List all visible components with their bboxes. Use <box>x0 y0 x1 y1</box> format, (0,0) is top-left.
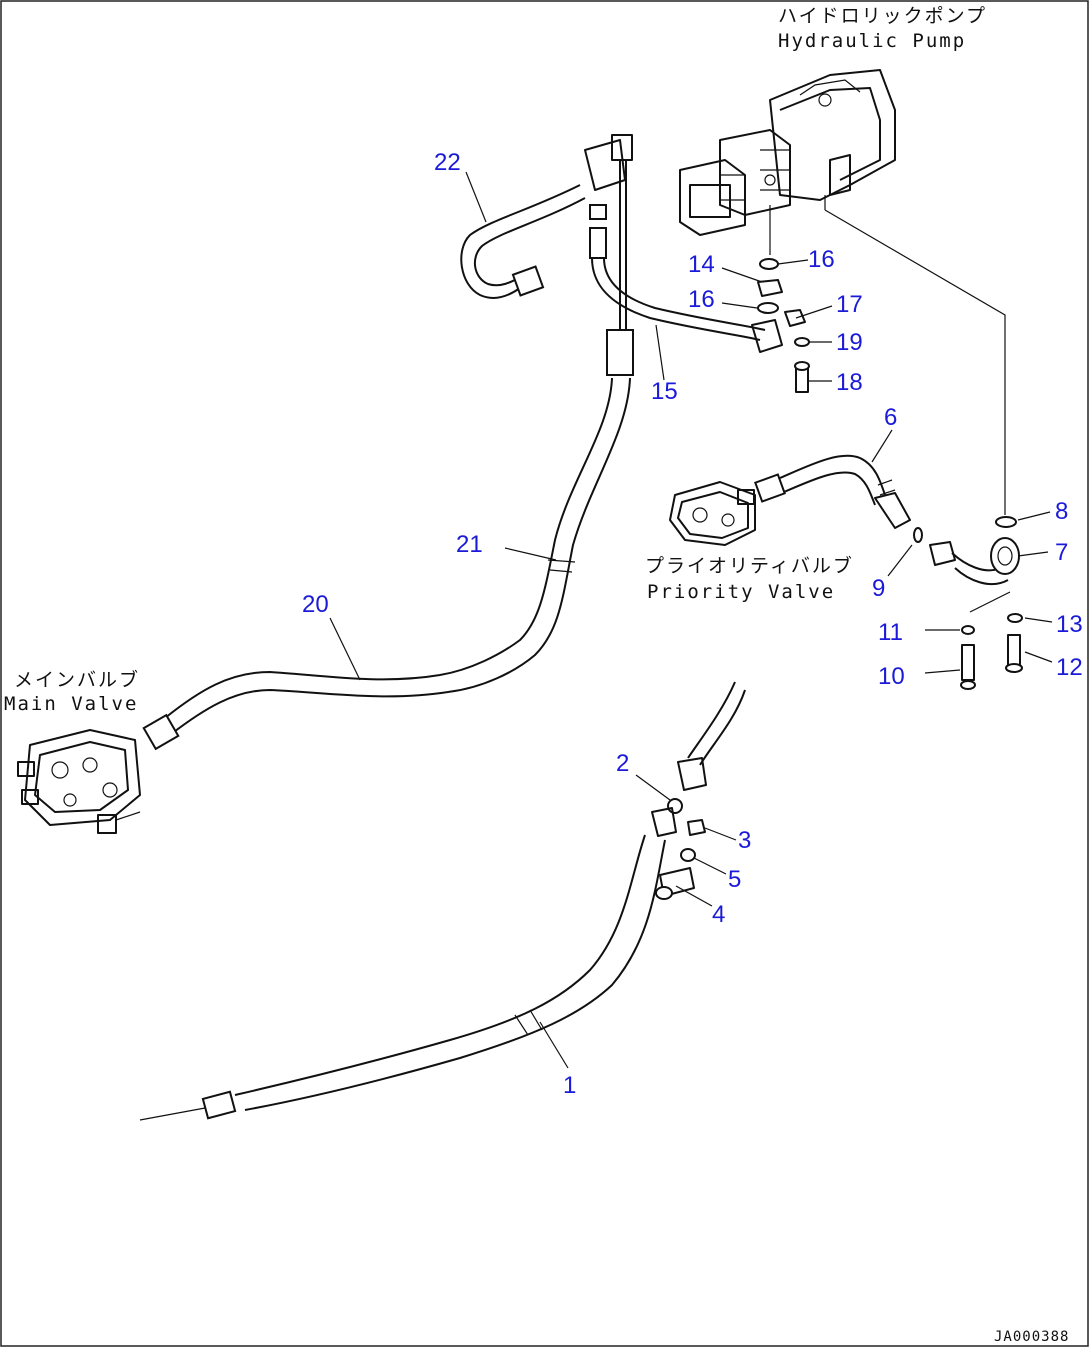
callout-numbers: 1 2 3 4 5 6 7 8 9 10 11 12 13 14 15 16 1… <box>302 149 1083 1099</box>
callout-17: 17 <box>836 291 863 318</box>
priority-valve-label-en: Priority Valve <box>647 581 835 603</box>
callout-6: 6 <box>884 404 897 431</box>
callout-13: 13 <box>1056 611 1083 638</box>
callout-12: 12 <box>1056 654 1083 681</box>
hose-6 <box>754 454 911 529</box>
callout-3: 3 <box>738 827 751 854</box>
part-8-oring <box>995 516 1017 528</box>
callout-19: 19 <box>836 329 863 356</box>
parts-10-13 <box>960 591 1023 690</box>
callout-5: 5 <box>728 866 741 893</box>
callout-22: 22 <box>434 149 461 176</box>
callout-20: 20 <box>302 591 329 618</box>
main-valve-label-en: Main Valve <box>4 693 138 715</box>
leader-lines <box>329 171 1053 1069</box>
callout-10: 10 <box>878 663 905 690</box>
callout-7: 7 <box>1055 539 1068 566</box>
pump-fittings <box>757 258 810 393</box>
hydraulic-pump <box>679 69 896 255</box>
main-valve-label-jp: メインバルブ <box>14 668 140 691</box>
callout-14: 14 <box>688 251 715 278</box>
main-valve <box>17 729 141 834</box>
callout-11: 11 <box>878 619 903 646</box>
drawing-number: JA000388 <box>994 1329 1069 1345</box>
callout-9: 9 <box>872 575 885 602</box>
hose-22 <box>460 134 633 299</box>
hose-1 <box>139 681 746 1121</box>
hose-20 <box>142 670 449 751</box>
part-9-oring <box>913 527 923 543</box>
callout-16-lower: 16 <box>688 286 715 313</box>
callout-16-upper: 16 <box>808 246 835 273</box>
pipe-7 <box>929 537 1020 586</box>
priority-valve <box>669 481 756 546</box>
callout-18: 18 <box>836 369 863 396</box>
callout-1: 1 <box>563 1072 576 1099</box>
hydraulic-pump-label-jp: ハイドロリックポンプ <box>778 5 987 27</box>
callout-21: 21 <box>456 531 483 558</box>
callout-2: 2 <box>616 750 629 777</box>
hydraulic-pump-label-en: Hydraulic Pump <box>778 30 966 52</box>
priority-valve-label-jp: プライオリティバルブ <box>645 554 854 577</box>
parts-3-5 <box>655 819 706 900</box>
callout-4: 4 <box>712 901 725 928</box>
callout-15: 15 <box>651 378 678 405</box>
hose-21 <box>439 329 634 693</box>
callout-8: 8 <box>1055 498 1068 525</box>
hose-15 <box>589 204 783 353</box>
